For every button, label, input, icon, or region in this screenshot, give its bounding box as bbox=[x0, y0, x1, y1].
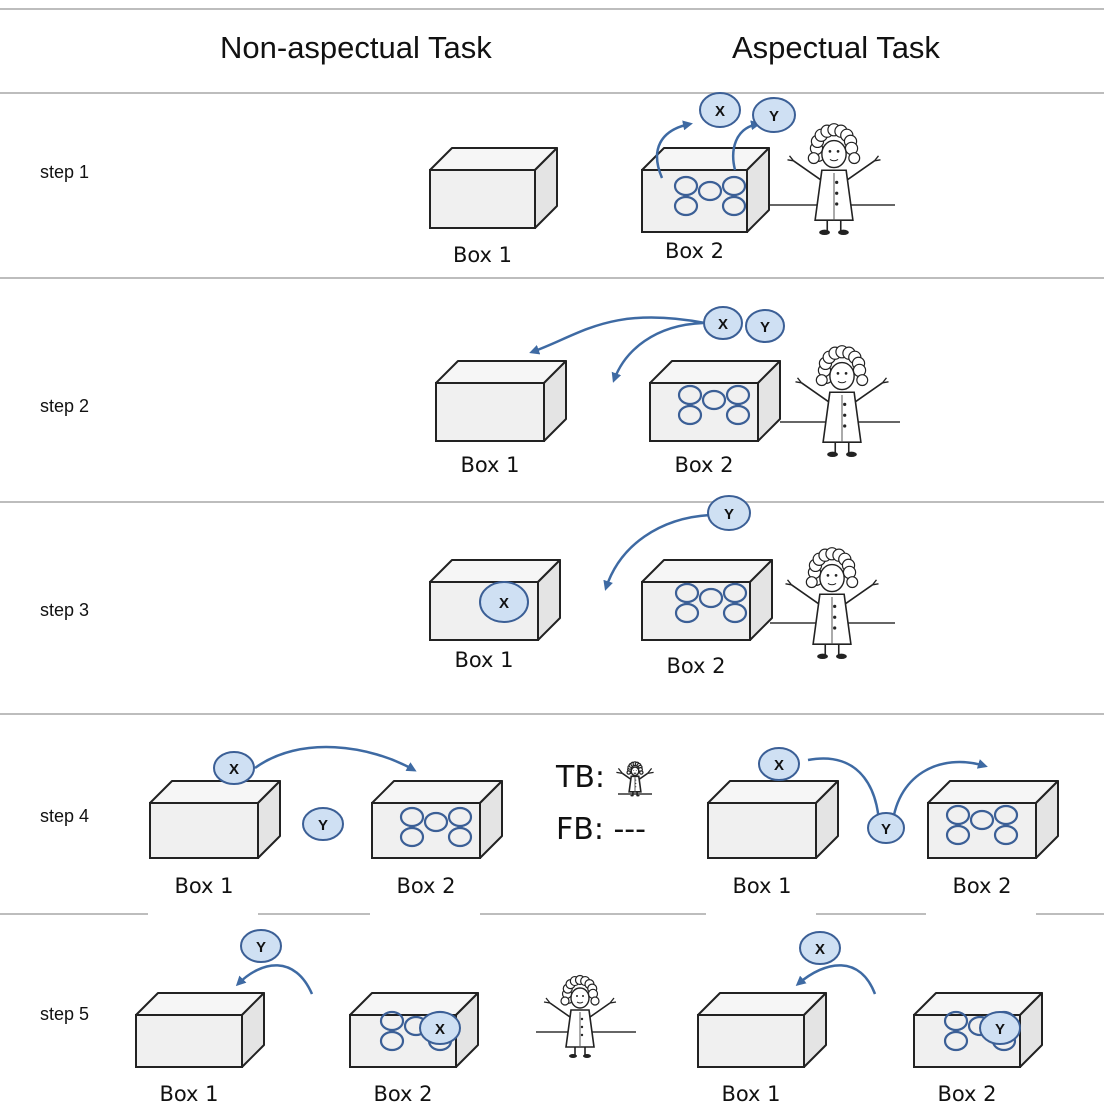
step1-arrow-x bbox=[655, 120, 693, 179]
step5-left-box1-label: Box 1 bbox=[159, 1082, 218, 1106]
step3-arrow-y bbox=[603, 513, 711, 591]
step1-ball-y: Y bbox=[752, 97, 796, 133]
step4-left-arrow-x bbox=[254, 745, 417, 772]
svg-text:X: X bbox=[718, 316, 728, 333]
step5-left-arrow-y bbox=[235, 964, 314, 995]
step3-box2-label: Box 2 bbox=[666, 654, 725, 678]
svg-text:X: X bbox=[715, 103, 725, 120]
step-5-label: step 5 bbox=[40, 1004, 90, 1024]
step4-right-ball-y: Y bbox=[867, 812, 905, 844]
step5-right-arrow-x bbox=[795, 964, 877, 995]
divider-step-3 bbox=[0, 713, 1104, 715]
step1-box2-balls bbox=[673, 175, 747, 217]
step2-ball-y: Y bbox=[745, 309, 785, 343]
step2-box1: Box 1 bbox=[435, 360, 567, 477]
step-1-label: step 1 bbox=[40, 162, 90, 182]
step4-right-box1-label: Box 1 bbox=[732, 874, 791, 898]
divider-step-4 bbox=[0, 913, 1104, 915]
svg-text:X: X bbox=[499, 595, 509, 612]
svg-text:X: X bbox=[435, 1021, 445, 1038]
step2-ball-x: X bbox=[703, 306, 743, 340]
svg-text:Y: Y bbox=[995, 1021, 1005, 1038]
step2-box2-label: Box 2 bbox=[674, 453, 733, 477]
step4-left-box2-balls bbox=[399, 806, 473, 848]
step2-arrow-to-box2 bbox=[611, 321, 704, 383]
step2-arrow-to-box1 bbox=[529, 316, 706, 355]
step4-right-arrow-y bbox=[890, 759, 988, 831]
step4-right-ball-x: X bbox=[758, 747, 800, 781]
step3-box1-label: Box 1 bbox=[454, 648, 513, 672]
svg-text:Y: Y bbox=[724, 506, 734, 523]
divider-top bbox=[0, 8, 1104, 10]
step5-right-box2-label: Box 2 bbox=[937, 1082, 996, 1106]
tb-label: TB: bbox=[556, 760, 606, 795]
step5-left-box1: Box 1 bbox=[135, 992, 265, 1106]
step-4-label: step 4 bbox=[40, 806, 90, 826]
step2-box1-label: Box 1 bbox=[460, 453, 519, 477]
divider-step-2 bbox=[0, 501, 1104, 503]
svg-text:Y: Y bbox=[881, 821, 891, 838]
header-non-aspectual: Non-aspectual Task bbox=[220, 30, 492, 65]
step2-box2-balls bbox=[677, 384, 751, 426]
divider-gap bbox=[370, 912, 480, 916]
step4-tb-girl bbox=[616, 761, 654, 797]
step4-right-box2: Box 2 bbox=[927, 780, 1059, 898]
step-3-label: step 3 bbox=[40, 600, 90, 620]
step2-box2: Box 2 bbox=[649, 360, 781, 477]
step5-left-box2: Box 2 bbox=[349, 992, 479, 1106]
divider-gap bbox=[706, 912, 816, 916]
step3-ball-y: Y bbox=[707, 495, 751, 531]
step1-girl bbox=[770, 123, 895, 236]
step5-right-box2: Box 2 bbox=[913, 992, 1043, 1106]
step4-left-box2: Box 2 bbox=[371, 780, 503, 898]
step5-left-ball-y: Y bbox=[240, 929, 282, 963]
step4-left-box1: Box 1 bbox=[149, 780, 281, 898]
step3-ball-x: X bbox=[479, 581, 529, 623]
step5-left-ball-x: X bbox=[419, 1011, 461, 1045]
svg-text:Y: Y bbox=[769, 108, 779, 125]
step4-left-ball-y: Y bbox=[302, 807, 344, 841]
step1-box2-label: Box 2 bbox=[665, 239, 724, 263]
step5-right-ball-x: X bbox=[799, 931, 841, 965]
step5-right-ball-y: Y bbox=[979, 1011, 1021, 1045]
step4-left-box1-label: Box 1 bbox=[174, 874, 233, 898]
step3-box2: Box 2 bbox=[641, 559, 773, 678]
step1-arrow-y bbox=[731, 120, 761, 171]
fb-label: FB: --- bbox=[556, 812, 646, 847]
svg-text:Y: Y bbox=[760, 319, 770, 336]
step2-girl bbox=[780, 345, 900, 458]
divider-header bbox=[0, 92, 1104, 94]
step5-right-box1: Box 1 bbox=[697, 992, 827, 1106]
step4-right-box1: Box 1 bbox=[707, 780, 839, 898]
step5-girl bbox=[536, 974, 636, 1058]
step1-box1-label: Box 1 bbox=[453, 243, 512, 267]
step5-left-box2-label: Box 2 bbox=[373, 1082, 432, 1106]
step1-box1: Box 1 bbox=[429, 147, 558, 267]
svg-text:Y: Y bbox=[256, 939, 266, 956]
divider-gap bbox=[926, 912, 1036, 916]
divider-gap bbox=[148, 912, 258, 916]
svg-text:X: X bbox=[815, 941, 825, 958]
step1-ball-x: X bbox=[699, 92, 741, 128]
step5-right-box1-label: Box 1 bbox=[721, 1082, 780, 1106]
step1-box2: Box 2 bbox=[641, 147, 770, 263]
svg-text:Y: Y bbox=[318, 817, 328, 834]
step3-girl bbox=[770, 547, 895, 660]
step4-right-box2-balls bbox=[945, 804, 1019, 846]
step4-right-box2-label: Box 2 bbox=[952, 874, 1011, 898]
svg-text:X: X bbox=[774, 757, 784, 774]
divider-step-1 bbox=[0, 277, 1104, 279]
step-2-label: step 2 bbox=[40, 396, 90, 416]
header-aspectual: Aspectual Task bbox=[732, 30, 940, 65]
step3-box2-balls bbox=[674, 582, 748, 624]
step4-left-ball-x: X bbox=[213, 751, 255, 785]
svg-text:X: X bbox=[229, 761, 239, 778]
step4-left-box2-label: Box 2 bbox=[396, 874, 455, 898]
